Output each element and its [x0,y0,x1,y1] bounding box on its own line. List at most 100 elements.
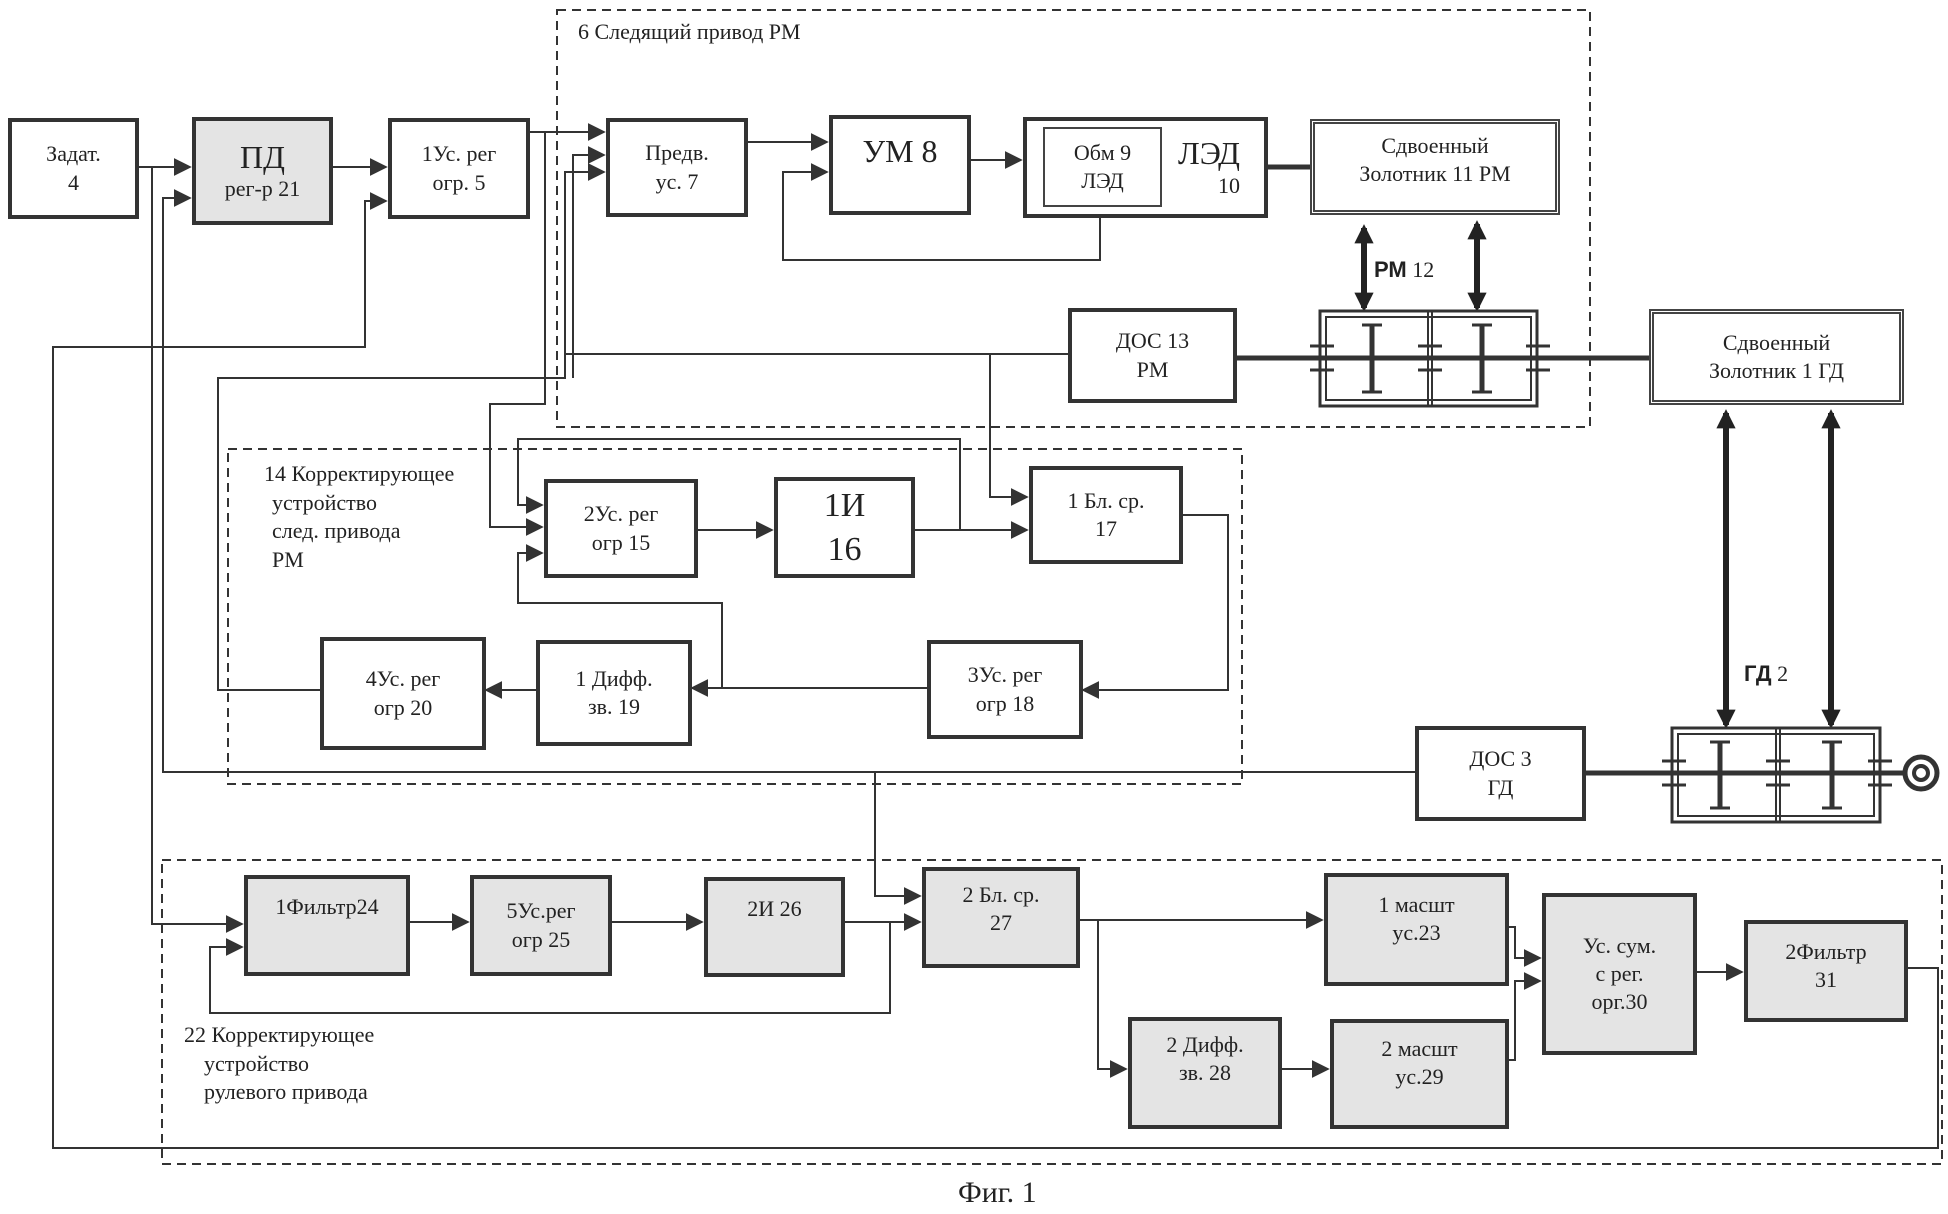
block-text: ус.29 [1395,1063,1443,1091]
block-text: Золотник 1 ГД [1709,357,1844,385]
block-text: ус. 7 [656,168,699,196]
amp-block-5: 1Ус. рег огр. 5 [388,118,530,219]
wire-dos13-bl17 [990,354,1027,497]
wire-us20-pred7 [218,172,565,690]
block-text: 2И 26 [747,895,801,923]
block-text: орг.30 [1591,988,1647,1016]
amp-block-25: 5Ус.рег огр 25 [470,875,612,976]
block-text: ДОС 13 [1116,327,1189,355]
twin-spool-block-1: Сдвоенный Золотник 1 ГД [1649,309,1904,405]
rm12-cylinder [1310,311,1550,406]
diff-block-28: 2 Дифф. зв. 28 [1128,1017,1282,1129]
diff-block-19: 1 Дифф. зв. 19 [536,640,692,746]
block-text: 16 [828,528,862,572]
label-line: 14 Корректирующее [264,460,454,489]
block-text: РМ [1137,356,1169,384]
amp-block-18: 3Ус. рег огр 18 [927,640,1083,739]
integrator-block-16: 1И 16 [774,477,915,578]
group-22-label: 22 Корректирующее устройство рулевого пр… [184,1021,374,1107]
wire-dos3-bl27 [875,772,920,896]
label-line: 22 Корректирующее [184,1021,374,1050]
block-text: Задат. [46,140,101,168]
block-text: ЛЭД [1081,167,1124,195]
rm12-label-bold: РМ [1374,257,1407,282]
block-text: 1Ус. рег [422,140,497,168]
block-text: Ус. сум. [1583,932,1656,960]
block-text: 2Фильтр [1785,938,1866,966]
filter-block-24: 1Фильтр24 [244,875,410,976]
block-text: 1И [824,484,866,528]
block-text: Сдвоенный [1723,329,1830,357]
block-text: ДОС 3 [1469,745,1531,773]
block-text: 10 [1218,172,1240,200]
amp-block-15: 2Ус. рег огр 15 [544,479,698,578]
averaging-block-27: 2 Бл. ср. 27 [922,867,1080,968]
block-text: 4Ус. рег [366,665,441,693]
block-text: ус.23 [1392,919,1440,947]
block-text: 2 Бл. ср. [962,881,1039,909]
amp-block-20: 4Ус. рег огр 20 [320,637,486,750]
block-text: 2 масшт [1381,1035,1457,1063]
block-text: рег-р 21 [225,175,301,203]
rm12-label-num: 12 [1412,257,1434,282]
wire-us20-pred7-b [573,155,604,378]
block-text: 17 [1095,515,1117,543]
label-line: след. привода [264,517,454,546]
block-text: Сдвоенный [1381,132,1488,160]
scale-amp-29: 2 масшт ус.29 [1330,1019,1509,1129]
block-text: 2 Дифф. [1166,1031,1243,1059]
block-text: Предв. [645,139,708,167]
block-text: УМ 8 [862,133,937,170]
rudder-ring-inner [1914,766,1928,780]
block-text: 31 [1815,966,1837,994]
pd-regulator-21: ПД рег-р 21 [192,117,333,225]
gd2-cylinder [1660,728,1895,822]
block-text: Обм 9 [1074,139,1131,167]
block-text: ГД [1488,774,1514,802]
gd2-label-num: 2 [1777,661,1788,686]
label-line: рулевого привода [184,1078,374,1107]
block-text: Золотник 11 РМ [1359,160,1510,188]
wire-bl27-diff28 [1098,920,1126,1069]
block-text: огр 25 [512,926,571,954]
block-text: 1 Дифф. [575,665,652,693]
feedback-sensor-3: ДОС 3 ГД [1415,726,1586,821]
averaging-block-17: 1 Бл. ср. 17 [1029,466,1183,564]
block-text: огр. 5 [432,169,485,197]
block-text: 1 Бл. ср. [1067,487,1144,515]
block-text: 3Ус. рег [968,661,1043,689]
label-line: устройство [184,1050,374,1079]
block-text: огр 18 [976,690,1035,718]
figure-caption: Фиг. 1 [958,1176,1037,1210]
block-text: 5Ус.рег [507,897,576,925]
feedback-sensor-13: ДОС 13 РМ [1068,308,1237,403]
winding-block-9: Обм 9 ЛЭД [1043,127,1162,207]
group-14-label: 14 Корректирующее устройство след. приво… [264,460,454,574]
block-text: 27 [990,909,1012,937]
block-text: 4 [68,169,79,197]
setpoint-block-4: Задат. 4 [8,118,139,219]
block-text: 2Ус. рег [584,500,659,528]
filter-block-31: 2Фильтр 31 [1744,920,1908,1022]
rm12-label: РМ 12 [1374,256,1434,285]
summing-amp-30: Ус. сум. с рег. орг.30 [1542,893,1697,1055]
rudder-ring-outer [1905,757,1937,789]
preamp-block-7: Предв. ус. 7 [606,118,748,217]
block-text: с рег. [1595,960,1643,988]
block-text: огр 15 [592,529,651,557]
power-amp-block-8: УМ 8 [829,115,971,215]
block-text: 1 масшт [1378,891,1454,919]
group-6-label: 6 Следящий привод РМ [578,18,801,47]
gd2-label: ГД 2 [1744,660,1788,689]
twin-spool-block-11: Сдвоенный Золотник 11 РМ [1310,119,1560,215]
block-text: ЛЭД [1178,135,1240,172]
block-text: огр 20 [374,694,433,722]
scale-amp-23: 1 масшт ус.23 [1324,873,1509,986]
block-text: ПД [240,139,285,176]
label-line: устройство [264,489,454,518]
gd2-label-bold: ГД [1744,661,1772,686]
wire-m29-sum30 [1509,981,1540,1060]
label-line: РМ [264,546,454,575]
integrator-block-26: 2И 26 [704,877,845,977]
block-text: 1Фильтр24 [275,893,378,921]
